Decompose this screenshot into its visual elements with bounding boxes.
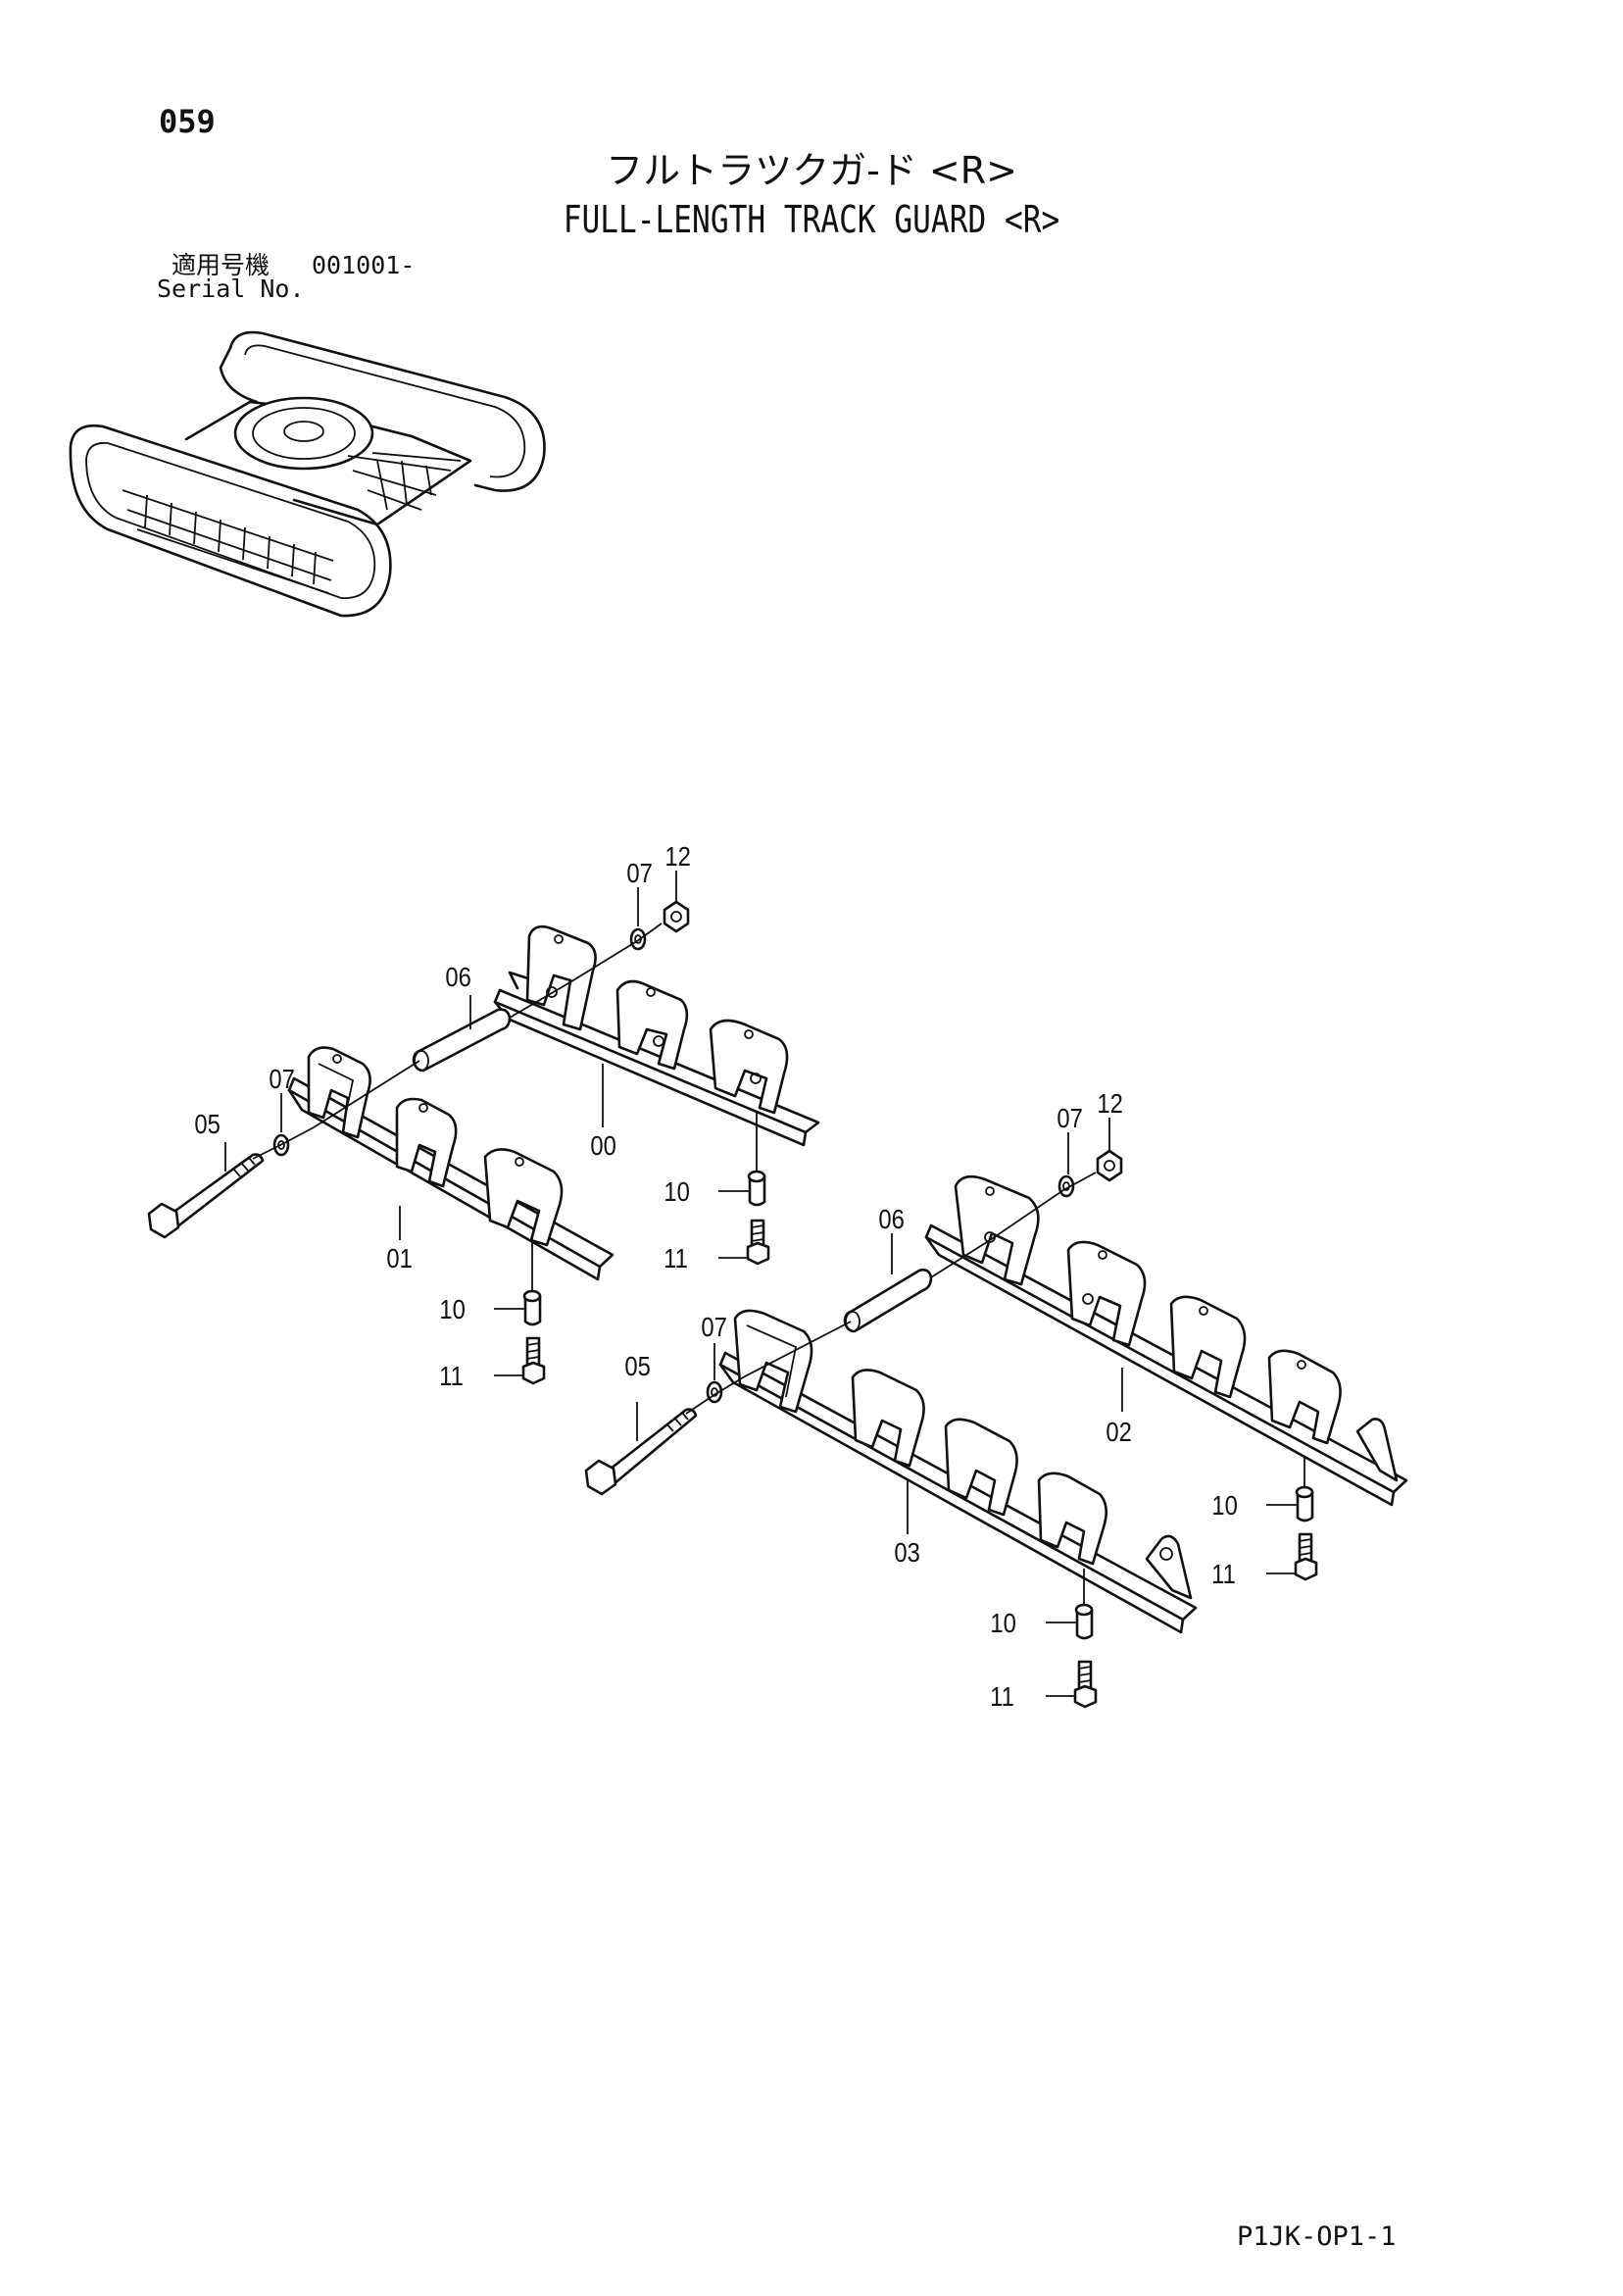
callout-10-upper-left: 10 [439,1294,466,1324]
callout-10-upper-right: 10 [664,1176,690,1207]
bolt-part-11-lower-a [1294,1532,1318,1581]
page-title-japanese: フルトラツクガ-ド <R> [606,149,1017,192]
spacer-pipe-part-06-lower [843,1269,933,1333]
washer-part-07-upper-a [629,927,647,951]
callout-10-lower-right: 10 [1211,1490,1238,1521]
bolt-part-11-upper-b [521,1336,546,1385]
track-guard-part-02 [924,1174,1408,1507]
callout-12-upper: 12 [664,841,691,872]
page-number: 059 [159,103,216,140]
callout-05-upper: 05 [194,1109,221,1139]
spacer-part-10-lower-b [1074,1603,1094,1640]
callout-07-lower-right: 07 [1057,1103,1083,1133]
callout-07-upper-left: 07 [269,1064,295,1094]
track-guard-part-00 [493,924,820,1147]
serial-number-value: 001001- [312,251,416,279]
callout-03: 03 [894,1537,920,1568]
callout-02: 02 [1106,1417,1132,1447]
spacer-pipe-part-06-upper [412,1008,512,1073]
callout-11-lower-right: 11 [1211,1559,1236,1589]
serial-label-english: Serial No. [157,275,305,303]
drawing-code: P1JK-OP1-1 [1237,2221,1397,2252]
assembly-center-lines [252,923,1305,1606]
callout-07-lower-left: 07 [701,1312,727,1342]
nut-part-12-upper [663,900,690,933]
callout-11-upper-left: 11 [439,1361,464,1391]
callout-00: 00 [590,1130,616,1161]
track-guard-part-03 [718,1309,1198,1634]
serial-label-japanese: 適用号機 [172,251,270,279]
callout-01: 01 [386,1243,413,1273]
callout-10-lower-left: 10 [990,1608,1016,1638]
callout-11-upper-right: 11 [664,1243,688,1273]
bolt-part-11-lower-b [1073,1660,1098,1709]
spacer-part-10-upper-b [522,1289,542,1326]
spacer-part-10-upper-a [747,1170,766,1207]
callout-05-lower: 05 [624,1351,651,1381]
callout-11-lower-left: 11 [990,1681,1014,1712]
bolt-part-05-upper [147,1153,265,1239]
spacer-part-10-lower-a [1295,1485,1314,1522]
bolt-part-11-upper-a [746,1219,770,1266]
callout-06-upper: 06 [445,962,471,992]
callout-leader-lines [224,871,1297,1697]
callout-07-upper-right: 07 [626,858,653,888]
nut-part-12-lower [1096,1149,1123,1182]
bolt-part-05-lower [584,1408,698,1496]
callout-06-lower: 06 [878,1204,905,1234]
callout-12-lower: 12 [1097,1088,1123,1119]
track-guard-part-01 [287,1046,615,1281]
page-title-english: FULL-LENGTH TRACK GUARD <R> [563,198,1060,241]
